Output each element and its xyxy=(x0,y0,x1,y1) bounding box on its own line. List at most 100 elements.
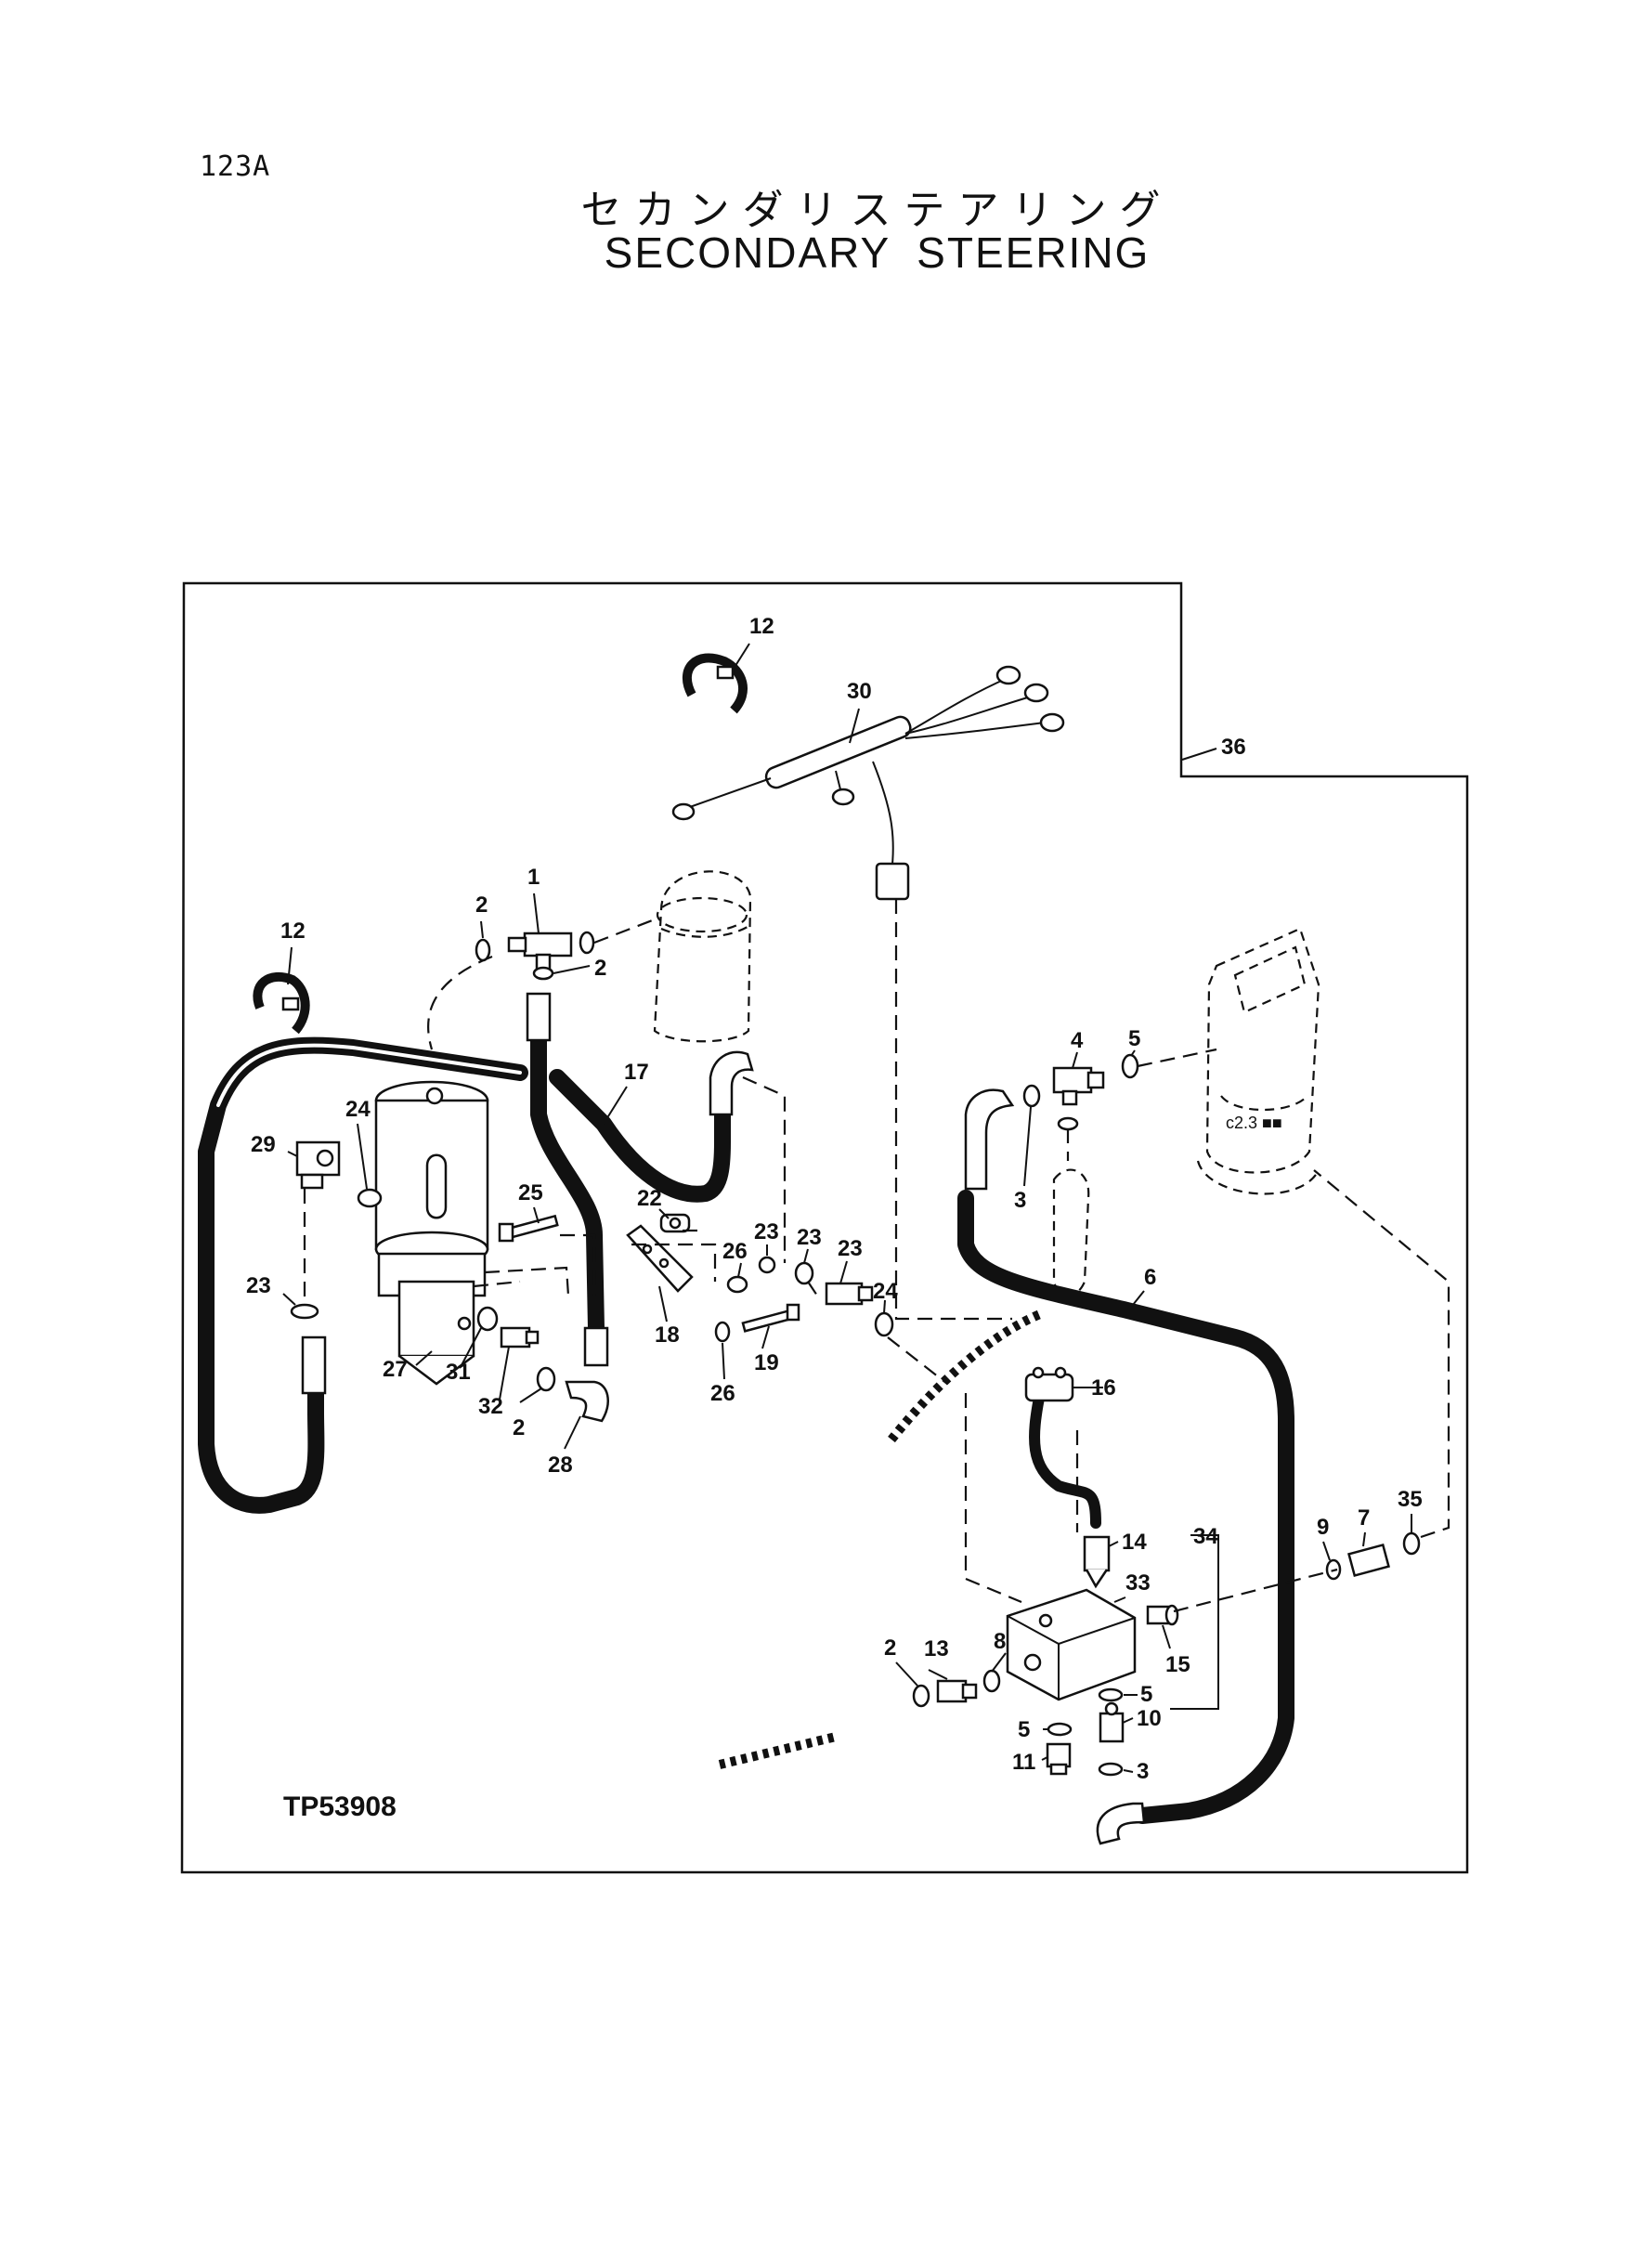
part-10-fitting xyxy=(1099,1701,1125,1743)
o-ring-5b xyxy=(1098,1687,1124,1702)
callout-7: 8 xyxy=(994,1629,1006,1654)
callout-11: 11 xyxy=(1012,1750,1035,1775)
o-ring-23a xyxy=(290,1303,319,1320)
svg-text:c2.3 ■■: c2.3 ■■ xyxy=(1226,1114,1282,1132)
o-ring-31 xyxy=(476,1306,499,1332)
part-32-connector xyxy=(500,1326,540,1348)
callout-12-top: 12 xyxy=(749,614,774,639)
elbow-bottom xyxy=(1096,1802,1146,1845)
part-8-connector xyxy=(1347,1543,1390,1578)
o-ring-2d xyxy=(912,1684,930,1708)
callout-16: 16 xyxy=(1091,1375,1116,1401)
hose-center-vertical xyxy=(530,1032,605,1336)
page-number: 123A xyxy=(200,150,271,183)
diagram-reference: TP53908 xyxy=(283,1791,397,1822)
callout-9: 9 xyxy=(1317,1515,1329,1540)
elbow-right-upper xyxy=(964,1088,1015,1191)
callout-28: 29 xyxy=(251,1132,276,1157)
callout-25: 25 xyxy=(518,1180,543,1205)
callout-2-c: 2 xyxy=(513,1415,525,1440)
o-ring-2b xyxy=(532,966,554,981)
phantom-filter-left xyxy=(653,870,752,1043)
hose-left-loop xyxy=(198,1036,528,1514)
callout-24-a: 24 xyxy=(345,1097,371,1122)
washer-26a xyxy=(726,1275,748,1294)
part-22-connector xyxy=(825,1282,874,1306)
callout-6: 6 xyxy=(1144,1265,1156,1290)
o-ring-23b xyxy=(794,1261,814,1285)
callout-29: 28 xyxy=(548,1453,573,1478)
o-ring-2a xyxy=(475,938,491,962)
callout-21: 23 xyxy=(754,1219,779,1244)
callout-35: 35 xyxy=(1398,1487,1423,1512)
connection-lines xyxy=(303,899,1450,1613)
callout-5-b: 5 xyxy=(1140,1682,1152,1707)
diagram-frame xyxy=(180,581,1469,1874)
part-28-switch xyxy=(295,1140,341,1190)
wiring-harness xyxy=(671,665,1065,901)
callout-14: 14 xyxy=(1122,1530,1147,1555)
callout-23-a: 23 xyxy=(246,1273,271,1298)
callout-3-a: 3 xyxy=(1014,1188,1026,1213)
part-29-elbow xyxy=(565,1380,609,1423)
callout-8: 7 xyxy=(1358,1505,1370,1531)
hose-16 xyxy=(1029,1388,1101,1529)
part-21-nut xyxy=(758,1256,776,1274)
callout-27: 27 xyxy=(383,1357,408,1382)
callout-5-a: 5 xyxy=(1128,1026,1140,1051)
o-ring-2c xyxy=(536,1366,556,1392)
hose-right-6 xyxy=(957,1190,1294,1824)
callout-30: 30 xyxy=(847,679,872,704)
callout-22: 23 xyxy=(838,1236,863,1261)
part-11-plug xyxy=(1046,1742,1072,1776)
callout-3-b: 3 xyxy=(1137,1759,1149,1784)
part-1-tee xyxy=(507,931,595,971)
callout-18: 18 xyxy=(655,1322,680,1348)
callout-23-b: 23 xyxy=(797,1225,822,1250)
callout-26-a: 26 xyxy=(722,1239,748,1264)
callout-24-b: 24 xyxy=(873,1279,898,1304)
callout-2-b: 2 xyxy=(594,956,606,981)
phantom-tube-center xyxy=(1052,1168,1090,1297)
callout-2-d: 2 xyxy=(884,1635,896,1661)
part-13-connector xyxy=(936,1679,978,1703)
hose-striped-left xyxy=(718,1732,838,1769)
o-ring-24b xyxy=(874,1311,894,1337)
o-ring-5a xyxy=(1121,1053,1139,1079)
part-15-plug xyxy=(1146,1604,1179,1626)
o-ring-35 xyxy=(1402,1531,1421,1556)
callout-15: 15 xyxy=(1165,1652,1190,1677)
callout-31: 31 xyxy=(446,1360,471,1385)
callout-20: 19 xyxy=(754,1350,779,1375)
o-ring-3a xyxy=(1057,1116,1079,1131)
hose-end-left xyxy=(301,1335,327,1395)
callout-1: 1 xyxy=(527,865,540,890)
callout-34: 34 xyxy=(1193,1524,1218,1549)
o-ring-24a xyxy=(357,1188,383,1208)
part-20-bolt xyxy=(741,1303,800,1333)
part-14-switch xyxy=(1083,1535,1111,1589)
title-japanese: セカンダリステアリング xyxy=(580,187,1174,234)
part-25-bolt xyxy=(498,1214,559,1243)
callout-4: 4 xyxy=(1071,1028,1084,1053)
phantom-cylinder-right: c2.3 ■■ xyxy=(1196,927,1320,1195)
o-ring-5c xyxy=(1047,1722,1073,1737)
hose-end-top xyxy=(526,992,552,1042)
washer-26b xyxy=(714,1321,731,1343)
callout-36: 36 xyxy=(1221,735,1246,760)
clamp-left xyxy=(253,971,310,1035)
callout-32: 32 xyxy=(478,1394,503,1419)
callout-33: 33 xyxy=(1125,1570,1151,1596)
part-33-block xyxy=(1006,1588,1137,1701)
callout-2-a: 2 xyxy=(475,892,488,918)
o-ring-3b xyxy=(1022,1084,1041,1108)
elbow-hose-17 xyxy=(709,1050,754,1116)
clamp-top xyxy=(683,653,748,714)
o-ring-3c xyxy=(1098,1762,1124,1777)
callout-labels: 12 30 36 1 2 2 12 17 24 29 25 22 23 26 2… xyxy=(246,614,1423,1784)
callout-26-b: 26 xyxy=(710,1381,735,1406)
motor-pump xyxy=(374,1080,489,1386)
part-16-connector xyxy=(1024,1366,1074,1402)
hose-17 xyxy=(549,1069,731,1203)
